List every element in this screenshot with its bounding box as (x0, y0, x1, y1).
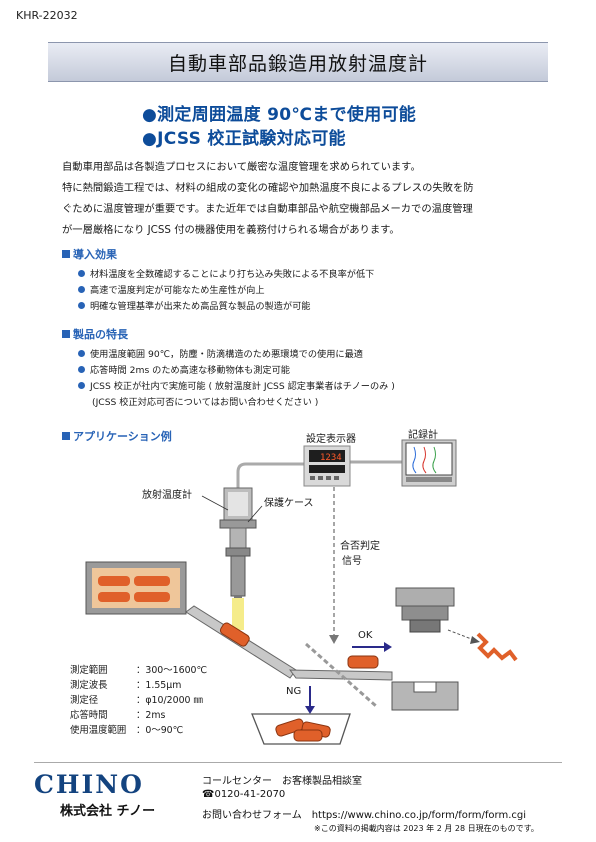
press-die-upper (395, 587, 455, 633)
spec-key: 測定径 (70, 695, 99, 706)
section-heading-text: 導入効果 (73, 248, 117, 261)
label-display: 設定表示器 (306, 434, 356, 445)
intro-line: が一層厳格になり JCSS 付の機器使用を義務付けられる場合があります。 (62, 224, 400, 236)
bullet-dot-icon (78, 286, 85, 293)
arrow-right-icon (384, 642, 392, 652)
application-diagram: 1234 (85, 439, 518, 745)
section-heading-text: アプリケーション例 (73, 430, 172, 443)
label-case: 保護ケース (264, 498, 314, 509)
list-item-text: 高速で温度判定が可能なため生産性が向上 (90, 285, 265, 296)
list-item-text: 材料温度を全数確認することにより打ち込み失敗による不良率が低下 (90, 269, 375, 280)
brand-name-jp: 株式会社 チノー (60, 804, 156, 819)
contact-form-link[interactable]: お問い合わせフォーム https://www.chino.co.jp/form/… (202, 810, 527, 821)
list-item-text: 使用温度範囲 90℃，防塵・防滴構造のため悪環境での使用に最適 (90, 349, 363, 360)
bullet-dot-icon (78, 270, 85, 277)
signal-cable (236, 462, 304, 488)
list-item-text: JCSS 校正が社内で実施可能 ( 放射温度計 JCSS 認定事業者はチノーのみ… (90, 381, 395, 392)
call-center: コールセンター お客様製品相談室 (202, 776, 362, 787)
bullet-dot-icon (78, 350, 85, 357)
spec-value: ：0～90℃ (136, 725, 184, 736)
recorder-icon (401, 439, 457, 487)
features-note: (JCSS 校正対応可否についてはお問い合わせください ) (92, 397, 319, 408)
label-thermometer: 放射温度計 (142, 490, 192, 501)
label-ng: NG (286, 686, 302, 697)
measurement-beam (232, 598, 244, 630)
bullet-dot-icon (78, 382, 85, 389)
section-heading-application: アプリケーション例 (62, 428, 172, 444)
list-item: 高速で温度判定が可能なため生産性が向上 (78, 282, 265, 296)
section-heading-text: 製品の特長 (73, 328, 128, 341)
list-item: 材料温度を全数確認することにより打ち込み失敗による不良率が低下 (78, 266, 374, 280)
list-item: JCSS 校正が社内で実施可能 ( 放射温度計 JCSS 認定事業者はチノーのみ… (78, 378, 395, 392)
list-item: 応答時間 2ms のため高速な移動物体も測定可能 (78, 362, 290, 376)
thermometer-icon (219, 487, 257, 606)
conveyor (288, 669, 393, 681)
phone-number[interactable]: ☎0120-41-2070 (202, 789, 286, 800)
square-bullet-icon (62, 432, 70, 440)
spec-key: 応答時間 (70, 710, 108, 721)
furnace-icon (85, 561, 187, 615)
arrow-down-icon (305, 706, 315, 714)
label-recorder: 記録計 (408, 430, 438, 441)
spec-value: ：φ10/2000 ㎜ (136, 695, 203, 706)
forged-part (476, 632, 518, 662)
bullet-dot-icon (78, 366, 85, 373)
spec-row: 測定範囲 ：300～1600℃ (70, 662, 207, 676)
bullet-dot-icon (78, 302, 85, 309)
list-item: 使用温度範囲 90℃，防塵・防滴構造のため悪環境での使用に最適 (78, 346, 363, 360)
brand-logo: CHINO (34, 770, 144, 799)
square-bullet-icon (62, 250, 70, 258)
spec-row: 測定径 ：φ10/2000 ㎜ (70, 692, 203, 706)
intro-line: ぐために温度管理が重要です。また近年では自動車部品や航空機部品メーカでの温度管理 (62, 203, 473, 215)
display-readout: 1234 (320, 453, 342, 463)
footer-note: ※この資料の掲載内容は 2023 年 2 月 28 日現在のものです。 (314, 824, 539, 833)
display-unit-icon (303, 445, 351, 487)
list-item-text: 応答時間 2ms のため高速な移動物体も測定可能 (90, 365, 290, 376)
spec-key: 測定範囲 (70, 665, 108, 676)
label-signal: 信号 (342, 556, 362, 567)
label-judge: 合否判定 (340, 541, 380, 552)
headline-temperature: ●測定周囲温度 90℃まで使用可能 (142, 105, 417, 125)
hot-billet (219, 622, 250, 647)
section-heading-features: 製品の特長 (62, 326, 128, 342)
intro-paragraph: 自動車用部品は各製造プロセスにおいて厳密な温度管理を求められています。 特に熱間… (62, 157, 542, 241)
intro-line: 自動車用部品は各製造プロセスにおいて厳密な温度管理を求められています。 (62, 161, 421, 173)
spec-row: 応答時間 ：2ms (70, 707, 165, 721)
spec-row: 測定波長 ：1.55μm (70, 677, 181, 691)
spec-value: ：300～1600℃ (136, 665, 208, 676)
footer-divider (34, 762, 562, 763)
intro-line: 特に熱間鍛造工程では、材料の組成の変化の確認や加熱温度不良によるプレスの失敗を防 (62, 182, 474, 194)
signal-arrow-icon (329, 635, 339, 644)
title-banner: 自動車部品鍛造用放射温度計 (48, 42, 548, 82)
list-item-text: 明確な管理基準が出来ため高品質な製品の製造が可能 (90, 301, 311, 312)
spec-value: ：1.55μm (136, 680, 182, 691)
press-die-lower (391, 681, 459, 711)
arrow-icon (470, 636, 480, 644)
list-item: 明確な管理基準が出来ため高品質な製品の製造が可能 (78, 298, 311, 312)
headline-jcss: ●JCSS 校正試験対応可能 (142, 129, 346, 149)
spec-row: 使用温度範囲 ：0～90℃ (70, 722, 183, 736)
spec-key: 測定波長 (70, 680, 108, 691)
spec-key: 使用温度範囲 (70, 725, 127, 736)
ok-billet (347, 655, 379, 669)
page-title: 自動車部品鍛造用放射温度計 (167, 52, 428, 75)
label-ok: OK (358, 630, 373, 641)
square-bullet-icon (62, 330, 70, 338)
section-heading-effects: 導入効果 (62, 246, 117, 262)
spec-value: ：2ms (136, 710, 166, 721)
document-code: KHR-22032 (16, 9, 78, 22)
